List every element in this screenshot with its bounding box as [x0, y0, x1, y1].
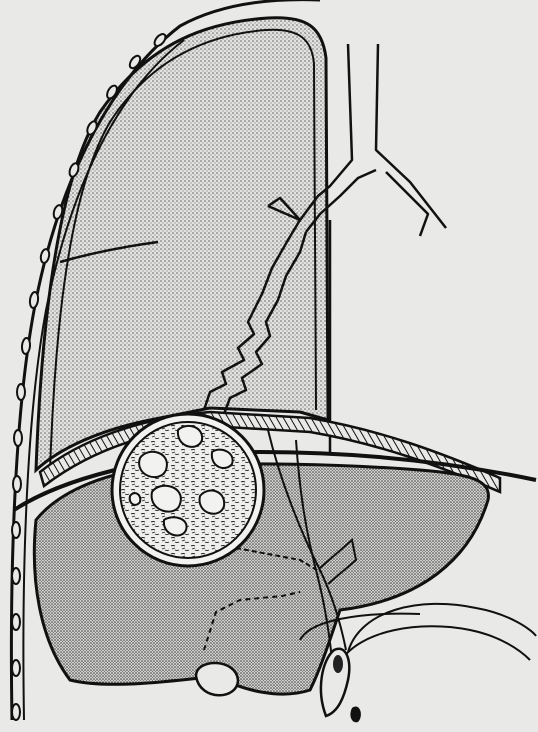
dark-spot — [350, 707, 360, 723]
gall-stone — [333, 655, 343, 673]
lung-region — [36, 18, 328, 470]
small-cyst — [196, 663, 238, 695]
hydatid-cyst — [112, 414, 264, 566]
